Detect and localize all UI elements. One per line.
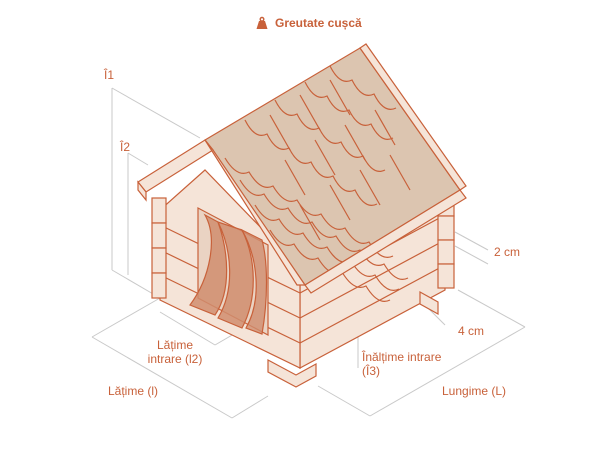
length-dim-line bbox=[369, 326, 526, 417]
gap-bottom-label: 4 cm bbox=[458, 324, 485, 338]
height-1-label: Î1 bbox=[104, 68, 115, 82]
weight-title: Greutate cușcă bbox=[255, 16, 362, 30]
gable-trim-right bbox=[204, 139, 307, 286]
weight-title-text: Greutate cușcă bbox=[275, 16, 362, 30]
weight-icon bbox=[256, 16, 268, 29]
entrance-height-label: Înălțime intrare (Î3) bbox=[362, 350, 442, 378]
entrance-width-dim-line bbox=[159, 311, 216, 346]
roof bbox=[137, 43, 467, 302]
door-flap-2 bbox=[216, 220, 254, 329]
entrance-width-label: Lățime intrare (l2) bbox=[147, 338, 203, 366]
door-flap-3 bbox=[240, 228, 268, 335]
door-flap-1 bbox=[189, 213, 228, 316]
length-label: Lungime (L) bbox=[442, 384, 507, 398]
width-dim-line bbox=[91, 336, 233, 419]
roof-eave-board bbox=[304, 189, 467, 294]
gap-top-dim-line bbox=[454, 231, 489, 251]
width-label: Lățime (l) bbox=[108, 384, 159, 398]
gable-trim-edge bbox=[137, 180, 147, 202]
roof-ridge-board bbox=[359, 43, 467, 191]
gap-top-label: 2 cm bbox=[494, 245, 521, 259]
entrance bbox=[189, 207, 269, 336]
height-2-label: Î2 bbox=[120, 140, 131, 154]
feet bbox=[267, 290, 439, 388]
